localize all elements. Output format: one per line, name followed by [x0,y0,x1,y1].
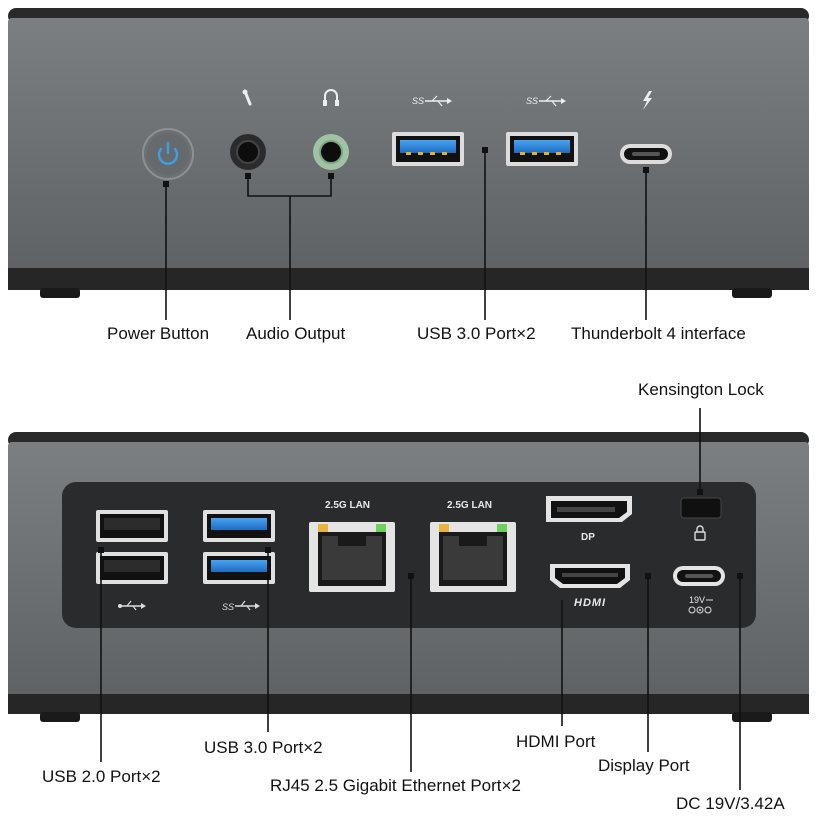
svg-text:SS: SS [222,602,234,612]
front-base [8,268,809,290]
microphone-icon [242,89,252,106]
superspeed-usb-icon: SS [412,95,452,107]
lock-icon [694,525,706,541]
rj45-label: RJ45 2.5 Gigabit Ethernet Port×2 [270,776,521,795]
rear-usb30-port-2[interactable] [203,552,275,584]
rear-callout-dots [98,489,743,579]
dc-voltage-text: 19V [689,595,705,605]
superspeed-usb-icon: SS [222,600,260,612]
display-port-label: Display Port [598,756,690,775]
dp-text: DP [581,532,595,543]
front-usb30-port-2[interactable] [506,132,578,166]
rear-foot-right [732,712,772,722]
thunderbolt-icon [643,91,652,110]
front-callout-lines [165,150,647,320]
rear-usb20-port-1[interactable] [96,510,168,542]
usb-icon [118,600,146,611]
hdmi-port[interactable] [550,564,630,588]
power-button[interactable] [142,128,194,180]
rear-callout-lines [100,408,741,790]
front-foot-right [732,288,772,298]
power-button-label: Power Button [107,324,210,343]
rear-device: SS 2.5G LAN 2.5G LAN [8,408,809,790]
dc-power-port[interactable] [673,566,725,586]
rear-usb20-port-2[interactable] [96,552,168,584]
front-foot-left [40,288,80,298]
headphone-icon [323,89,339,106]
front-callout-dots [163,147,649,187]
rear-foot-left [40,712,80,722]
thunderbolt-label: Thunderbolt 4 interface [571,324,746,343]
front-usb30-port-1[interactable] [392,132,464,166]
headphone-jack[interactable] [313,134,349,170]
usb20-label: USB 2.0 Port×2 [42,767,161,786]
superspeed-usb-icon: SS [526,95,566,107]
kensington-lock-slot[interactable] [680,497,722,519]
lan2-text: 2.5G LAN [447,500,492,511]
audio-output-label: Audio Output [246,324,346,343]
front-usb30-label: USB 3.0 Port×2 [417,324,536,343]
lan-port-1[interactable] [309,522,395,592]
hdmi-port-label: HDMI Port [516,732,596,751]
thunderbolt-port[interactable] [620,144,672,164]
rear-usb30-label: USB 3.0 Port×2 [204,738,323,757]
lan1-text: 2.5G LAN [325,500,370,511]
front-device: SS SS [8,8,809,320]
microphone-jack[interactable] [230,134,266,170]
svg-text:SS: SS [412,96,424,106]
svg-text:SS: SS [526,96,538,106]
power-icon [157,141,179,165]
rear-usb30-port-1[interactable] [203,510,275,542]
dc-input-label: DC 19V/3.42A [676,794,785,813]
kensington-lock-label: Kensington Lock [638,380,764,399]
rear-base [8,694,809,714]
dc-polarity-icon [688,599,713,614]
displayport[interactable] [546,496,632,522]
hdmi-text: HDMI [574,597,606,609]
lan-port-2[interactable] [430,522,516,592]
